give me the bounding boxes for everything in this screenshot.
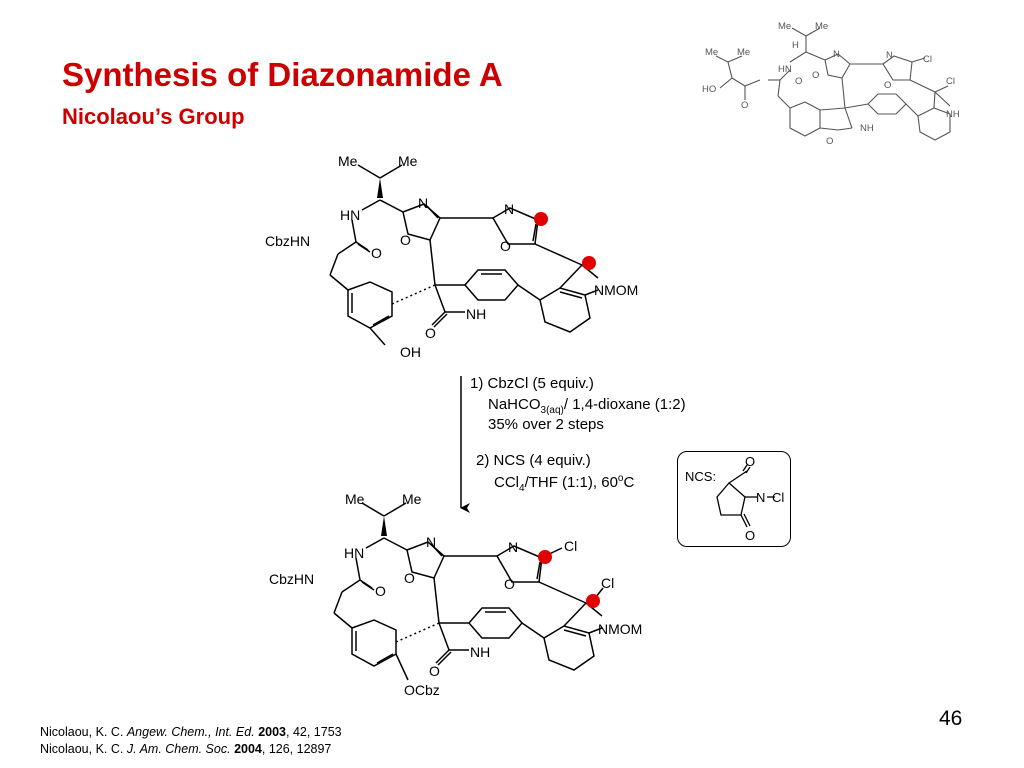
condition-step1-line2: NaHCO3(aq)/ 1,4-dioxane (1:2): [488, 396, 686, 416]
sm-reactive-site-marker-indole: [582, 256, 596, 270]
pr-o-lactam-label: O: [429, 663, 440, 679]
sm-o-ox2-label: O: [500, 238, 511, 254]
t-me2-label: Me: [815, 21, 828, 32]
sm-o-ox1-label: O: [400, 232, 411, 248]
ncs-cl-label: Cl: [772, 490, 784, 505]
t-h-label: H: [792, 40, 799, 51]
pr-cl1-label: Cl: [564, 538, 577, 554]
pr-nh-label: NH: [470, 644, 490, 660]
slide-subtitle: Nicolaou’s Group: [62, 104, 245, 129]
ncs-o-bottom-label: O: [745, 528, 755, 543]
product-labels: Me Me HN N O N O Cl CbzHN O Cl NMOM NH O…: [269, 491, 642, 698]
reference-2-authors: Nicolaou, K. C.: [40, 742, 127, 756]
t-me4-label: Me: [737, 47, 750, 58]
condition-step1-subscript: 3(aq): [540, 405, 564, 416]
sm-reactive-site-marker-oxazole: [534, 212, 548, 226]
target-structure: [715, 27, 951, 141]
reference-1-year: 2003: [258, 725, 286, 739]
condition-step1-reagent: NaHCO: [488, 396, 541, 413]
pr-cl2-label: Cl: [601, 575, 614, 591]
pr-o-amide-label: O: [375, 583, 386, 599]
condition-step2-line2: CCl4/THF (1:1), 60oC: [494, 473, 635, 494]
t-nh-indole-label: NH: [946, 109, 960, 120]
slide-title: Synthesis of Diazonamide A: [62, 56, 503, 93]
condition-step2-subscript: 4: [519, 483, 525, 494]
ncs-structure: NCS: O N Cl O: [685, 454, 784, 543]
sm-nmom-label: NMOM: [594, 282, 638, 298]
t-n-ox2-label: N: [886, 50, 893, 61]
condition-step2-solvent: CCl: [494, 474, 519, 491]
t-o-ox1-label: O: [812, 70, 819, 81]
pr-o-ox2-label: O: [504, 576, 515, 592]
sm-o-lactam-label: O: [425, 325, 436, 341]
reference-2: Nicolaou, K. C. J. Am. Chem. Soc. 2004, …: [40, 741, 342, 758]
pr-chlorinated-site-marker-indole: [586, 594, 600, 608]
pr-me2-label: Me: [402, 491, 422, 507]
condition-step1-solvent: / 1,4-dioxane (1:2): [563, 396, 686, 413]
t-ho-label: HO: [702, 84, 716, 95]
reference-1-volume-page: , 42, 1753: [286, 725, 342, 739]
condition-step2-line1: 2) NCS (4 equiv.): [476, 452, 591, 469]
t-o-amide2-label: O: [795, 76, 802, 87]
t-cl2-label: Cl: [946, 76, 955, 87]
pr-o-ox1-label: O: [404, 570, 415, 586]
sm-me1-label: Me: [338, 153, 358, 169]
pr-hn-label: HN: [344, 545, 364, 561]
condition-step1-line3: 35% over 2 steps: [488, 416, 604, 433]
pr-ocbz-label: OCbz: [404, 682, 440, 698]
t-o-amide1-label: O: [741, 100, 748, 111]
pr-me1-label: Me: [345, 491, 365, 507]
sm-n-ox2-label: N: [504, 201, 514, 217]
t-me3-label: Me: [705, 47, 718, 58]
sm-n-ox1-label: N: [418, 195, 428, 211]
sm-hn-label: HN: [340, 207, 360, 223]
t-o-furan-label: O: [826, 136, 833, 147]
sm-oh-label: OH: [400, 344, 421, 360]
pr-n-ox1-label: N: [426, 534, 436, 550]
condition-step2-unit: C: [623, 474, 635, 491]
reference-1: Nicolaou, K. C. Angew. Chem., Int. Ed. 2…: [40, 724, 342, 741]
pr-cbzhn-label: CbzHN: [269, 571, 314, 587]
reference-1-journal: Angew. Chem., Int. Ed.: [126, 725, 255, 739]
starting-material-labels: Me Me HN N O N O CbzHN O NMOM NH O OH: [265, 153, 638, 360]
condition-step1-line1: 1) CbzCl (5 equiv.): [470, 375, 594, 392]
condition-step2-ratio-temp: /THF (1:1), 60: [524, 474, 618, 491]
t-hn-label: HN: [778, 64, 792, 75]
t-o-ox2-label: O: [884, 80, 891, 91]
sm-nh-label: NH: [466, 306, 486, 322]
sm-cbzhn-label: CbzHN: [265, 233, 310, 249]
t-n-ox1-label: N: [833, 49, 840, 60]
sm-o-amide-label: O: [371, 245, 382, 261]
t-nh-aminal-label: NH: [860, 123, 874, 134]
t-cl1-label: Cl: [923, 54, 932, 65]
pr-n-ox2-label: N: [508, 539, 518, 555]
t-me1-label: Me: [778, 21, 791, 32]
references: Nicolaou, K. C. Angew. Chem., Int. Ed. 2…: [40, 724, 342, 758]
reference-2-journal: J. Am. Chem. Soc.: [126, 742, 231, 756]
target-labels: Me Me H Me Me N N Cl HN HO O O O O Cl NH…: [702, 21, 960, 147]
ncs-o-top-label: O: [745, 454, 755, 469]
reference-2-year: 2004: [234, 742, 262, 756]
page-number: 46: [939, 707, 963, 730]
sm-me2-label: Me: [398, 153, 418, 169]
condition-step2-degree: o: [617, 473, 624, 484]
ncs-label: NCS:: [685, 469, 716, 484]
pr-nmom-label: NMOM: [598, 621, 642, 637]
ncs-structure-box: NCS: O N Cl O: [677, 451, 791, 547]
pr-chlorinated-site-marker-oxazole: [538, 550, 552, 564]
reference-2-volume-page: , 126, 12897: [261, 742, 332, 756]
ncs-n-label: N: [756, 490, 765, 505]
reference-1-authors: Nicolaou, K. C.: [40, 725, 127, 739]
